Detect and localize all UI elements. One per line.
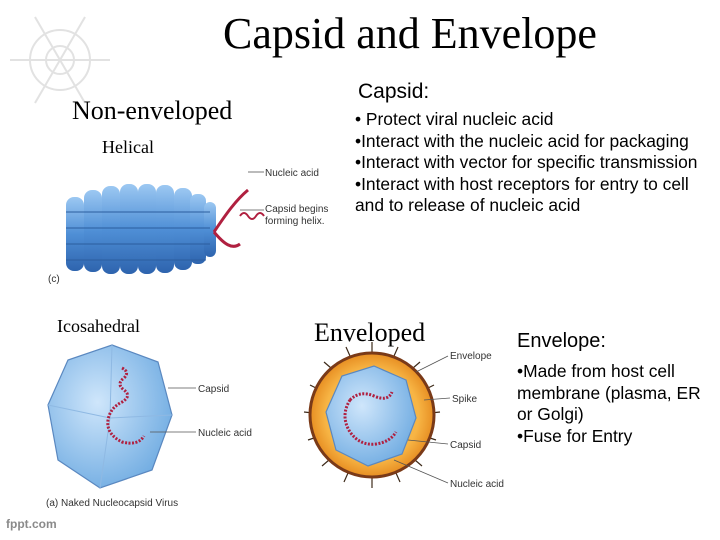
envelope-bullet: •Fuse for Entry: [517, 425, 633, 446]
envelope-bullet-list: •Made from host cell membrane (plasma, E…: [517, 361, 717, 447]
helical-virus-figure: Nucleic acid Capsid begins forming helix…: [48, 168, 328, 285]
capsid-bullet: •Interact with vector for specific trans…: [355, 152, 698, 172]
helical-heading: Helical: [102, 137, 154, 157]
enveloped-nucleic-acid: [343, 391, 398, 446]
icosahedral-heading: Icosahedral: [57, 316, 140, 336]
enveloped-capsid: [325, 365, 417, 467]
icosahedral-virus-figure: Capsid Nucleic acid (a) Naked Nucleocaps…: [46, 344, 252, 509]
helical-capsid-label-line1: Capsid begins: [265, 204, 328, 215]
non-enveloped-heading: Non-enveloped: [72, 96, 233, 125]
icosa-caption: (a) Naked Nucleocapsid Virus: [46, 498, 178, 509]
envelope-label: Envelope: [450, 351, 492, 362]
enveloped-virus-figure: Envelope Spike Capsid Nucleic acid: [303, 342, 504, 490]
snowflake-decoration-icon: [10, 16, 110, 104]
icosa-capsid-label: Capsid: [198, 384, 229, 395]
helical-capsid-segments: [66, 184, 216, 274]
enveloped-heading: Enveloped: [314, 318, 426, 347]
footer-brand: fppt.com: [6, 517, 57, 531]
envelope-bullet: •Made from host cell membrane (plasma, E…: [517, 361, 701, 424]
capsid-bullet: •Interact with the nucleic acid for pack…: [355, 130, 689, 151]
capsid-bullet: • Protect viral nucleic acid: [355, 109, 554, 129]
capsid-bullet: •Interact with host receptors for entry …: [355, 173, 689, 216]
page-title: Capsid and Envelope: [223, 9, 597, 58]
capsid-heading: Capsid:: [358, 80, 430, 103]
helical-panel-letter: (c): [48, 274, 60, 285]
spike-label: Spike: [452, 394, 477, 405]
capsid-bullet-list: • Protect viral nucleic acid •Interact w…: [355, 109, 700, 217]
helical-nucleic-acid: [212, 188, 249, 248]
enveloped-capsid-label: Capsid: [450, 440, 481, 451]
icosa-nucleic-acid-label: Nucleic acid: [198, 428, 252, 439]
envelope-heading: Envelope:: [517, 330, 606, 352]
helical-nucleic-acid-label: Nucleic acid: [265, 168, 319, 179]
enveloped-nucleic-acid-label: Nucleic acid: [450, 479, 504, 490]
icosa-nucleic-acid: [106, 366, 146, 445]
helical-capsid-label-line2: forming helix.: [265, 216, 324, 227]
